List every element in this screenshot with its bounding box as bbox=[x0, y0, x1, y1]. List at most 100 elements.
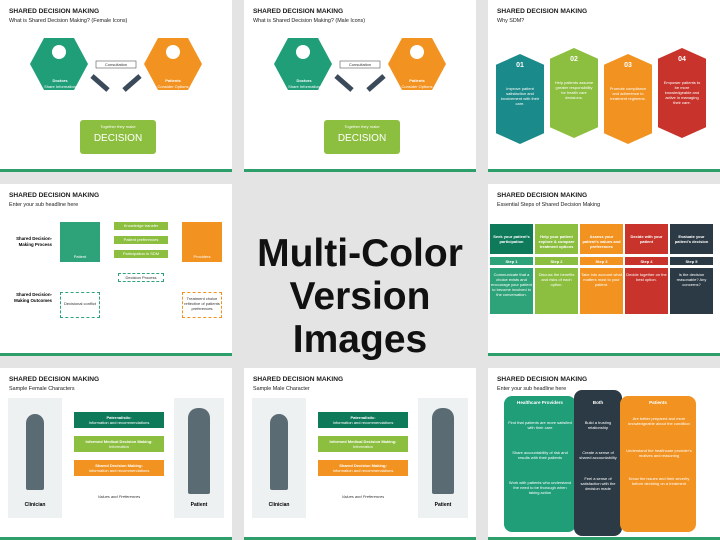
model-row bbox=[74, 460, 164, 476]
slide-title: SHARED DECISION MAKING bbox=[9, 376, 100, 383]
step-body: Take into account what matters most to y… bbox=[580, 268, 623, 314]
slide-female-characters[interactable]: SHARED DECISION MAKING Sample Female Cha… bbox=[0, 368, 232, 540]
middle-item bbox=[114, 250, 168, 258]
together-label: Together they make bbox=[100, 124, 136, 129]
slide-subtitle: What is Shared Decision Making? (Female … bbox=[9, 18, 128, 24]
patients-column bbox=[620, 396, 696, 532]
both-item: Feel a sense of satisfaction with the de… bbox=[580, 476, 616, 491]
step-body: Decide together on the best option. bbox=[625, 268, 668, 314]
patient-hexagon bbox=[388, 38, 446, 90]
col-head-patients: Patients bbox=[649, 400, 667, 405]
step-label: Step 5 bbox=[670, 257, 713, 265]
model-row bbox=[74, 436, 164, 452]
model-row bbox=[318, 436, 408, 452]
why-item bbox=[550, 48, 598, 138]
slide-title: SHARED DECISION MAKING bbox=[9, 8, 100, 15]
patient-item: Are better prepared and more knowledgeab… bbox=[628, 416, 690, 426]
why-num: 02 bbox=[570, 56, 578, 63]
provider-item: Find that patients are more satisfied wi… bbox=[508, 420, 572, 430]
model-head: Informed Medical Decision Making: bbox=[329, 439, 397, 444]
slide-title: SHARED DECISION MAKING bbox=[497, 8, 588, 15]
slide-subtitle: Sample Male Character bbox=[253, 386, 310, 392]
model-desc: Information bbox=[108, 444, 129, 449]
slide-title: SHARED DECISION MAKING bbox=[253, 376, 344, 383]
why-item bbox=[604, 54, 652, 144]
model-head: Shared Decision Making: bbox=[95, 463, 143, 468]
slide-steps[interactable]: SHARED DECISION MAKING Essential Steps o… bbox=[488, 184, 720, 356]
slide-male-icons[interactable]: SHARED DECISION MAKING What is Shared De… bbox=[244, 0, 476, 172]
patient-item: Understand the healthcare provider's mot… bbox=[626, 448, 692, 458]
consultation-label: Consultation bbox=[348, 62, 372, 67]
model-row bbox=[318, 412, 408, 428]
patients-name: Patients bbox=[409, 78, 425, 83]
patient-figure-icon bbox=[432, 408, 454, 494]
middle-text: Knowledge transfer bbox=[123, 223, 159, 228]
patients-desc: Consider Options bbox=[157, 84, 189, 89]
step-body: Communicate that a choice exists and enc… bbox=[490, 268, 533, 314]
consultation-link bbox=[95, 60, 137, 69]
model-desc: Information and recommendations bbox=[88, 468, 150, 473]
clinician-label: Clinician bbox=[24, 502, 46, 508]
caption-line-2: Version Images bbox=[289, 275, 431, 361]
patient-icon bbox=[166, 45, 180, 59]
step-column bbox=[625, 224, 668, 254]
slide-why-sdm[interactable]: SHARED DECISION MAKING Why SDM? 01 02 03… bbox=[488, 0, 720, 172]
middle-item bbox=[114, 222, 168, 230]
patient-label: Patient bbox=[190, 502, 208, 508]
why-text: Help patients assume greater responsibil… bbox=[554, 80, 594, 100]
slide-process[interactable]: SHARED DECISION MAKING Enter your sub he… bbox=[0, 184, 232, 356]
consultation-label: Consultation bbox=[104, 62, 128, 67]
model-head: Paternalistic: bbox=[350, 415, 376, 420]
center-caption: Multi-Color Version Images bbox=[240, 232, 480, 361]
doctor-icon bbox=[296, 45, 310, 59]
why-num: 01 bbox=[516, 62, 524, 69]
both-item: Build a trusting relationship bbox=[584, 420, 612, 430]
doctor-hexagon bbox=[274, 38, 332, 90]
slide-title: SHARED DECISION MAKING bbox=[497, 192, 588, 199]
slide-female-icons[interactable]: SHARED DECISION MAKING What is Shared De… bbox=[0, 0, 232, 172]
model-desc: Information and recommendations bbox=[332, 468, 394, 473]
values-label: Values and Preferences bbox=[97, 494, 141, 499]
col-head-both: Both bbox=[592, 400, 604, 405]
arrow-left-icon bbox=[334, 74, 354, 92]
decision-label: DECISION bbox=[93, 133, 143, 144]
decision-box bbox=[324, 120, 400, 154]
step-body: Is the decision reasonable? Any concerns… bbox=[670, 268, 713, 314]
why-text: Empower patients to be more knowledgeabl… bbox=[663, 80, 701, 105]
process-label: Shared Decision-Making Process bbox=[16, 236, 52, 247]
providers-column bbox=[504, 396, 576, 532]
doctor-icon bbox=[52, 45, 66, 59]
patients-name: Patients bbox=[165, 78, 181, 83]
doctors-name: Doctors bbox=[296, 78, 312, 83]
why-text: Promote compliance and adherence to trea… bbox=[609, 86, 647, 101]
slide-subtitle: What is Shared Decision Making? (Male Ic… bbox=[253, 18, 366, 24]
doctors-name: Doctors bbox=[52, 78, 68, 83]
middle-item bbox=[114, 236, 168, 244]
slide-subtitle: Why SDM? bbox=[497, 18, 525, 24]
clinician-label: Clinician bbox=[268, 502, 290, 508]
col-head-providers: Healthcare Providers bbox=[517, 400, 563, 405]
model-desc: Information and recommendations bbox=[332, 420, 394, 425]
step-column bbox=[535, 224, 578, 254]
outcomes-label: Shared Decision-Making Outcomes bbox=[14, 292, 52, 303]
values-label: Values and Preferences bbox=[341, 494, 385, 499]
slide-subtitle: Enter your sub headline here bbox=[9, 202, 79, 208]
slide-benefits[interactable]: SHARED DECISION MAKING Enter your sub he… bbox=[488, 368, 720, 540]
step-column bbox=[580, 224, 623, 254]
model-head: Informed Medical Decision Making: bbox=[85, 439, 153, 444]
arrow-right-icon bbox=[122, 74, 142, 92]
clinician-figure-icon bbox=[26, 414, 44, 490]
provider-item: Work with patients who understand the ne… bbox=[508, 480, 572, 495]
caption-line-1: Multi-Color bbox=[257, 232, 463, 275]
step-column bbox=[490, 224, 533, 254]
decision-diagram bbox=[274, 38, 446, 154]
providers-box bbox=[182, 222, 222, 262]
slide-title: SHARED DECISION MAKING bbox=[9, 192, 100, 199]
both-item: Create a sense of shared accountability bbox=[579, 450, 617, 460]
slide-male-character[interactable]: SHARED DECISION MAKING Sample Male Chara… bbox=[244, 368, 476, 540]
model-head: Shared Decision Making: bbox=[339, 463, 387, 468]
model-desc: Information and recommendations bbox=[88, 420, 150, 425]
step-head: Help your patient explore & compare trea… bbox=[538, 234, 575, 249]
patient-icon bbox=[410, 45, 424, 59]
step-label: Step 3 bbox=[580, 257, 623, 265]
